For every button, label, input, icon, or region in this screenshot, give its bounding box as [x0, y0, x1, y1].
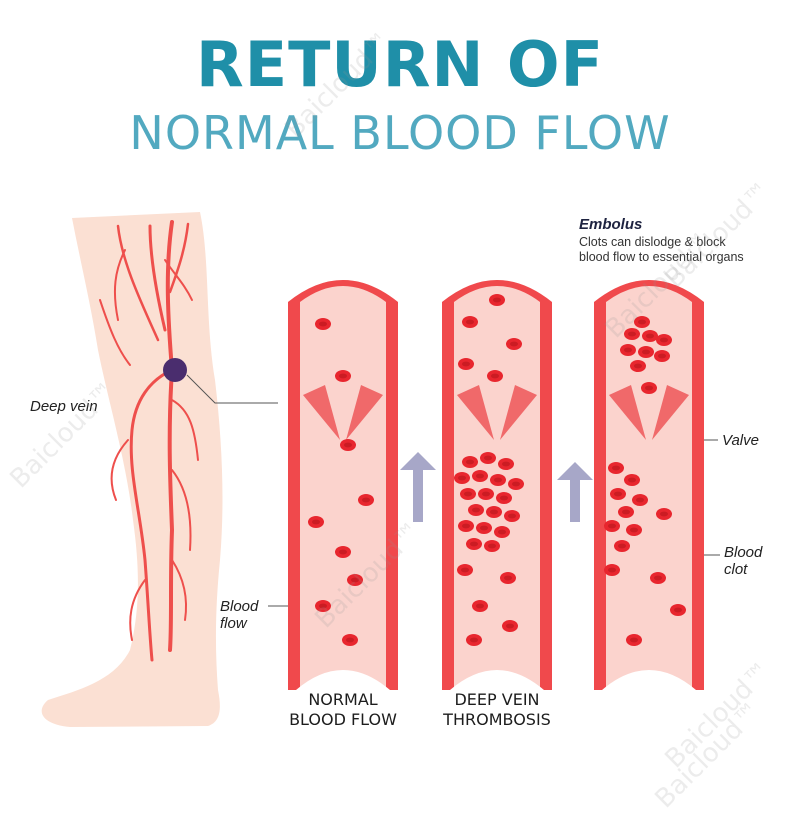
tube-label-dvt-line-2: THROMBOSIS — [443, 710, 551, 729]
label-valve: Valve — [722, 432, 759, 449]
vessel-dvt — [442, 280, 552, 690]
tube-label-normal: NORMAL BLOOD FLOW — [268, 690, 418, 730]
label-blood-flow: Blood flow — [220, 598, 258, 632]
label-blood-flow-line-1: Blood — [220, 598, 259, 615]
tube-label-dvt: DEEP VEIN THROMBOSIS — [422, 690, 572, 730]
flow-arrow-2 — [557, 462, 593, 522]
embolus-desc-line-1: Clots can dislodge & block — [579, 235, 726, 249]
title-line-2: NORMAL BLOOD FLOW — [129, 106, 671, 160]
embolus-title: Embolus — [579, 216, 643, 233]
label-deep-vein: Deep vein — [30, 398, 98, 415]
label-blood-clot-line-1: Blood — [724, 544, 763, 561]
tube-label-normal-line-1: NORMAL — [308, 690, 378, 709]
tube-label-normal-line-2: BLOOD FLOW — [289, 710, 397, 729]
embolus-desc-line-2: blood flow to essential organs — [579, 250, 744, 264]
title-line-1: RETURN OF — [195, 28, 604, 101]
vessel-embolus — [594, 280, 704, 690]
label-blood-clot-line-2: clot — [724, 561, 748, 578]
label-blood-flow-line-2: flow — [220, 615, 247, 632]
deep-vein-clot-marker — [163, 358, 187, 382]
leg-illustration — [41, 212, 223, 727]
label-blood-clot: Blood clot — [724, 544, 762, 578]
tube-label-dvt-line-1: DEEP VEIN — [454, 690, 540, 709]
embolus-description: Clots can dislodge & block blood flow to… — [579, 235, 744, 265]
vessel-normal — [288, 280, 398, 690]
flow-arrow-1 — [400, 452, 436, 522]
